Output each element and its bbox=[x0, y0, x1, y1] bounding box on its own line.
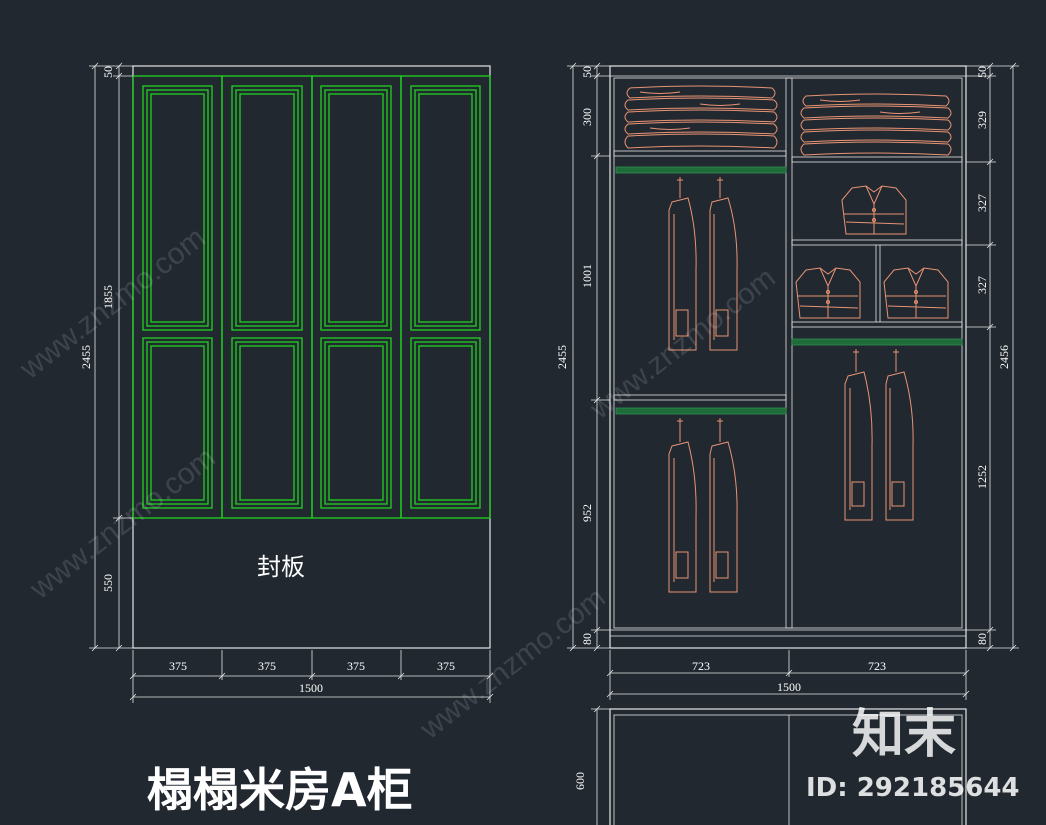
front-view: 封板 50 1855 2455 550 bbox=[79, 62, 494, 703]
shelf-left-top bbox=[613, 150, 787, 157]
dim-interior-right-mid2: 327 bbox=[975, 276, 989, 294]
dim-interior-left-total: 2455 bbox=[555, 345, 569, 369]
door-1 bbox=[132, 75, 223, 519]
hanging-garment-3 bbox=[668, 418, 697, 593]
shelf-right-3 bbox=[791, 321, 963, 328]
folded-clothes-stack-left bbox=[624, 85, 778, 149]
dim-front-bottom: 550 bbox=[101, 574, 115, 592]
interior-view: 50 300 1001 2455 952 80 50 bbox=[555, 62, 1019, 700]
drawing-title: 榻榻米房A柜 bbox=[147, 763, 413, 817]
hanging-garment-4 bbox=[709, 418, 738, 593]
dim-side-height: 600 bbox=[573, 772, 587, 790]
front-width-dimensions bbox=[129, 650, 494, 703]
dim-interior-total-width: 1500 bbox=[777, 680, 801, 694]
dim-interior-left-upper: 1001 bbox=[580, 264, 594, 288]
watermark-diagonal-1: www.znzmo.com bbox=[13, 221, 211, 386]
side-view: 600 bbox=[573, 705, 967, 825]
dim-interior-left-base: 80 bbox=[580, 633, 594, 645]
dim-front-w3: 375 bbox=[347, 659, 365, 673]
interior-left-dimensions bbox=[567, 62, 610, 652]
watermark-id: ID: 292185644 bbox=[806, 773, 1020, 803]
door-2 bbox=[221, 75, 313, 519]
dim-interior-left-lower: 952 bbox=[580, 504, 594, 522]
front-height-dimensions bbox=[89, 62, 133, 652]
folded-clothes-stack-right bbox=[800, 93, 952, 156]
watermark: www.znzmo.com www.znzmo.com www.znzmo.co… bbox=[13, 221, 781, 746]
dim-front-top: 50 bbox=[101, 66, 115, 78]
folded-shirt-top bbox=[841, 185, 907, 235]
shelf-right-2 bbox=[791, 239, 963, 246]
dim-interior-right-shelf: 329 bbox=[975, 111, 989, 129]
dim-interior-right-mid1: 327 bbox=[975, 194, 989, 212]
dim-interior-right-top: 50 bbox=[975, 66, 989, 78]
hanging-rod-right bbox=[791, 338, 963, 346]
watermark-logo: 知末 bbox=[852, 705, 956, 765]
panel-label: 封板 bbox=[257, 553, 305, 581]
folded-shirt-left bbox=[795, 267, 861, 319]
center-divider bbox=[785, 77, 793, 629]
folded-shirt-right bbox=[883, 267, 949, 319]
dim-interior-w1: 723 bbox=[692, 659, 710, 673]
dim-front-w4: 375 bbox=[437, 659, 455, 673]
dim-front-w1: 375 bbox=[169, 659, 187, 673]
interior-right-dimensions bbox=[966, 62, 1019, 652]
interior-cabinet-outline bbox=[609, 65, 967, 649]
dim-interior-right-base: 80 bbox=[975, 633, 989, 645]
hanging-garment-1 bbox=[668, 177, 697, 351]
dim-front-total: 2455 bbox=[79, 345, 93, 369]
hanging-garment-2 bbox=[709, 177, 738, 351]
watermark-diagonal-2: www.znzmo.com bbox=[23, 441, 221, 606]
hanging-rod-lower-left bbox=[615, 407, 787, 415]
door-4 bbox=[400, 75, 491, 519]
dim-front-doors: 1855 bbox=[101, 285, 115, 309]
shelf-right-1 bbox=[791, 156, 963, 163]
interior-width-dimensions bbox=[606, 650, 970, 700]
dim-front-total-width: 1500 bbox=[299, 681, 323, 695]
dim-interior-left-top: 50 bbox=[580, 66, 594, 78]
dim-interior-right-total: 2456 bbox=[997, 345, 1011, 369]
hanging-garment-5 bbox=[844, 349, 873, 521]
door-3 bbox=[311, 75, 402, 519]
shelf-left-mid bbox=[613, 394, 787, 401]
dim-interior-right-lower: 1252 bbox=[975, 465, 989, 489]
dim-front-w2: 375 bbox=[258, 659, 276, 673]
dim-interior-w2: 723 bbox=[868, 659, 886, 673]
watermark-diagonal-4: www.znzmo.com bbox=[583, 261, 781, 426]
hanging-rod-upper-left bbox=[615, 166, 787, 174]
dim-interior-left-shelf: 300 bbox=[580, 108, 594, 126]
hanging-garment-6 bbox=[885, 349, 914, 521]
